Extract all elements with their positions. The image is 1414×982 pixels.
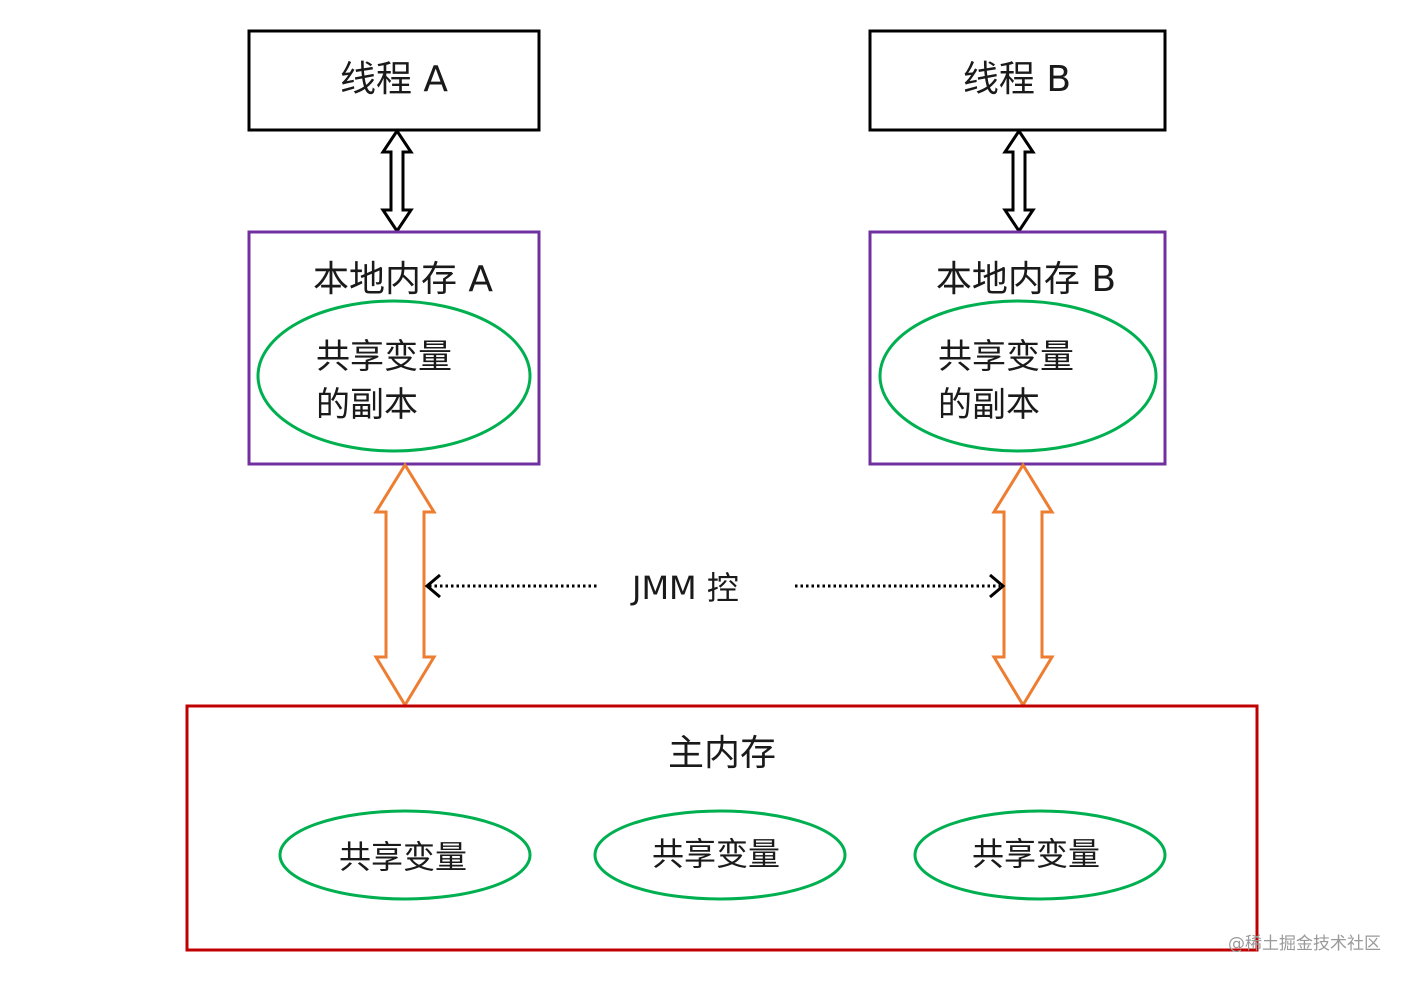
local-copy-a-line1: 共享变量: [316, 337, 452, 377]
local-a-main-double-arrow: [373, 462, 437, 708]
watermark: @稀土掘金技术社区: [1228, 934, 1381, 954]
main-memory-label: 主内存: [667, 733, 777, 774]
thread-b-label: 线程 B: [962, 59, 1072, 100]
shared-variable-label-1: 共享变量: [338, 838, 468, 876]
main-memory-box: [185, 704, 1259, 952]
jmm-left-dotted-arrow: [424, 573, 598, 599]
thread-a-label: 线程 A: [339, 59, 449, 100]
jmm-label: JMM 控: [632, 569, 739, 607]
thread-a-box: [247, 29, 541, 132]
local-copy-b-ellipse: [878, 299, 1158, 453]
shared-variable-ellipse-2: [593, 809, 847, 901]
local-copy-b-line1: 共享变量: [938, 337, 1074, 377]
shared-variable-label-2: 共享变量: [651, 835, 781, 873]
thread-a-double-arrow: [380, 128, 414, 234]
local-copy-a-line2: 的副本: [316, 385, 418, 425]
shared-variable-ellipse-1: [278, 809, 532, 901]
local-memory-a-label: 本地内存 A: [312, 259, 494, 300]
local-memory-b-label: 本地内存 B: [935, 259, 1117, 300]
local-memory-a-box: [247, 230, 541, 466]
local-copy-b-line2: 的副本: [938, 385, 1040, 425]
jmm-right-dotted-arrow: [795, 573, 1006, 599]
thread-b-double-arrow: [1002, 128, 1036, 234]
thread-b-box: [868, 29, 1167, 132]
local-memory-b-box: [868, 230, 1167, 466]
shared-variable-ellipse-3: [913, 809, 1167, 901]
local-copy-a-ellipse: [256, 299, 532, 453]
shared-variable-label-3: 共享变量: [971, 835, 1101, 873]
